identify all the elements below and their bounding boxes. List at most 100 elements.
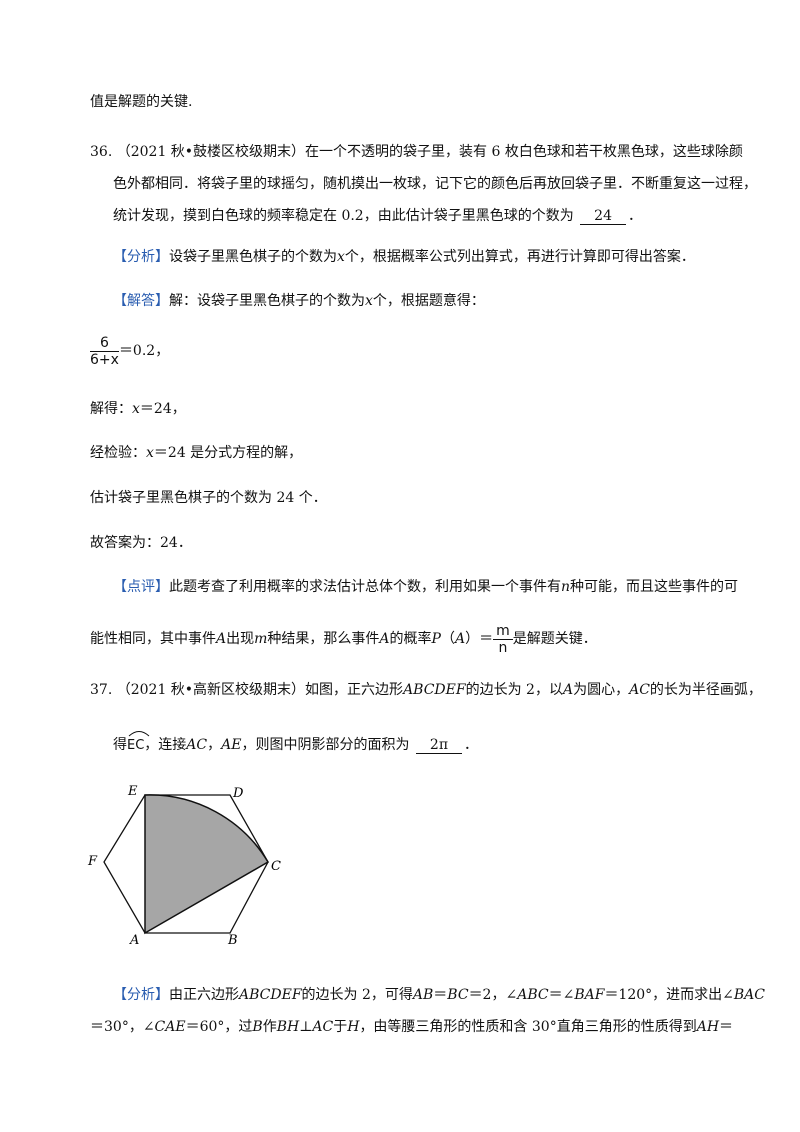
text: 色外都相同．将袋子里的球摇匀，随机摸出一枚球，记下它的颜色后再放回袋子里．不断重… <box>113 176 757 192</box>
question-36-line3: 统计发现，摸到白色球的频率稳定在 0.2，由此估计袋子里黑色球的个数为 24． <box>113 206 642 226</box>
variable: AH <box>696 1019 720 1035</box>
text: 出现 <box>226 631 255 647</box>
text: ＝60°，过 <box>185 1019 253 1035</box>
text: ＝ <box>433 987 448 1003</box>
text: ＝30°，∠ <box>90 1019 155 1035</box>
text: ＝0.2， <box>118 343 170 359</box>
text: 的长为半径画弧， <box>649 682 762 698</box>
text: 种可能，而且这些事件的可 <box>570 579 739 595</box>
question-37-line1: 37. （2021 秋•高新区校级期末）如图，正六边形ABCDEF的边长为 2，… <box>90 680 762 700</box>
arc-mark-icon <box>128 731 150 737</box>
text: ，由等腰三角形的性质和含 30°直角三角形的性质得到 <box>359 1019 697 1035</box>
text: 设袋子里黑色棋子的个数为 <box>169 249 337 265</box>
text: ＝ <box>719 1019 734 1035</box>
variable: B <box>252 1019 263 1035</box>
text: 解得： <box>90 401 132 417</box>
text: 此题考查了利用概率的求法估计总体个数，利用如果一个事件有 <box>169 579 561 595</box>
arc-text: EC <box>127 738 145 753</box>
variable: A <box>379 631 390 647</box>
question-number: 36. <box>90 144 113 160</box>
variable: ABCDEF <box>403 682 466 698</box>
arc-ec-label: EC <box>127 731 150 756</box>
label-b: B <box>227 933 238 948</box>
answer-blank: 2π <box>415 737 463 754</box>
estimate-line: 估计袋子里黑色棋子的个数为 24 个． <box>90 488 327 508</box>
text: 估计袋子里黑色棋子的个数为 24 个． <box>90 490 327 506</box>
variable: x <box>146 445 154 461</box>
text: 值是解题的关键. <box>90 94 193 110</box>
text: 于 <box>333 1019 348 1035</box>
text: 是解题关键． <box>512 631 597 647</box>
variable: x <box>132 401 140 417</box>
text-line: 值是解题的关键. <box>90 92 192 112</box>
text: 个，根据概率公式列出算式，再进行计算即可得出答案． <box>344 249 695 265</box>
text: 的概率 <box>389 631 432 647</box>
text: 解：设袋子里黑色棋子的个数为 <box>169 293 365 309</box>
text: 统计发现，摸到白色球的频率稳定在 0.2，由此估计袋子里黑色球的个数为 <box>113 208 574 224</box>
text: ＝2，∠ <box>468 987 518 1003</box>
text: ＝120°，进而求出∠ <box>604 987 734 1003</box>
variable: AC <box>312 1019 334 1035</box>
final-line: 故答案为：24． <box>90 533 192 553</box>
variable: ABC <box>517 987 549 1003</box>
text: ）＝ <box>465 631 494 647</box>
analysis-line: 【分析】设袋子里黑色棋子的个数为x个，根据概率公式列出算式，再进行计算即可得出答… <box>113 247 695 267</box>
variable: x <box>337 249 345 265</box>
text: ． <box>464 737 479 753</box>
label-e: E <box>127 784 138 799</box>
variable: AB <box>412 987 434 1003</box>
question-36-line1: 36. （2021 秋•鼓楼区校级期末）在一个不透明的袋子里，装有 6 枚白色球… <box>90 142 743 162</box>
label-f: F <box>87 854 98 869</box>
analysis-tag: 【分析】 <box>113 987 169 1003</box>
hexagon-outline <box>103 794 269 934</box>
numerator: m <box>493 623 513 640</box>
question-36-line2: 色外都相同．将袋子里的球摇匀，随机摸出一枚球，记下它的颜色后再放回袋子里．不断重… <box>113 174 757 194</box>
variable: x <box>365 293 373 309</box>
variable: m <box>254 631 268 647</box>
variable: A <box>216 631 227 647</box>
text: ． <box>628 208 642 224</box>
variable: BH <box>276 1019 300 1035</box>
answer-blank: 24 <box>580 208 626 225</box>
variable: ABCDEF <box>239 987 302 1003</box>
numerator: 6 <box>90 335 119 352</box>
variable: AC <box>186 737 208 753</box>
variable: BC <box>447 987 469 1003</box>
variable: H <box>347 1019 360 1035</box>
text: （ <box>440 631 455 647</box>
text: ，则图中阴影部分的面积为 <box>241 737 410 753</box>
shaded-sector <box>144 794 270 935</box>
variable: BAC <box>733 987 766 1003</box>
text: 的边长为 2，可得 <box>301 987 413 1003</box>
text: ＝24 是分式方程的解， <box>153 445 303 461</box>
variable: A <box>562 682 574 698</box>
solve-line: 解得：x＝24， <box>90 399 186 419</box>
comment-line1: 【点评】此题考查了利用概率的求法估计总体个数，利用如果一个事件有n种可能，而且这… <box>113 577 738 597</box>
question-number: 37. <box>90 682 113 698</box>
variable: P <box>431 631 441 647</box>
text: 经检验： <box>90 445 146 461</box>
hexagon-figure: E D F C A B <box>87 784 281 948</box>
text: 作 <box>262 1019 277 1035</box>
text: 为圆心， <box>573 682 630 698</box>
text: 的边长为 2，以 <box>465 682 563 698</box>
text: ，连接 <box>144 737 187 753</box>
comment-tag: 【点评】 <box>113 579 169 595</box>
text: 得 <box>113 737 127 753</box>
text: （2021 秋•鼓楼区校级期末）在一个不透明的袋子里，装有 6 枚白色球和若干枚… <box>116 144 743 160</box>
variable: BAF <box>574 987 605 1003</box>
variable: A <box>454 631 466 647</box>
text: ＝24， <box>139 401 186 417</box>
variable: CAE <box>154 1019 186 1035</box>
analysis-37-line2: ＝30°，∠CAE＝60°，过B作BH⊥AC于H，由等腰三角形的性质和含 30°… <box>90 1017 733 1037</box>
label-d: D <box>232 786 244 801</box>
text: ⊥ <box>299 1019 313 1035</box>
solution-line: 【解答】解：设袋子里黑色棋子的个数为x个，根据题意得： <box>113 291 485 311</box>
label-c: C <box>271 859 281 874</box>
text: （2021 秋•高新区校级期末）如图，正六边形 <box>116 682 404 698</box>
analysis-tag: 【分析】 <box>113 249 169 265</box>
